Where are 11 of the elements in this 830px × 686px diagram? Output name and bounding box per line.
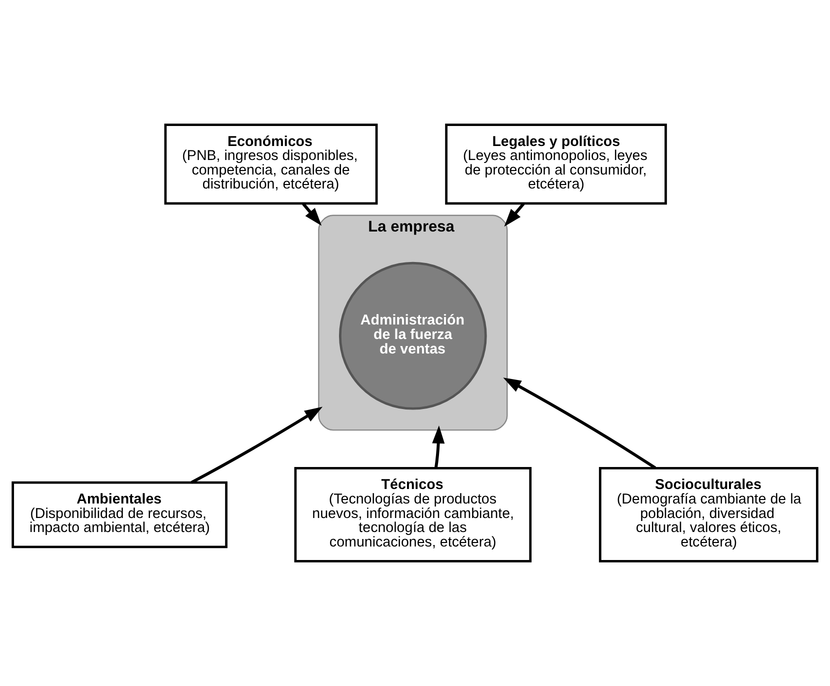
arrow: [503, 378, 656, 470]
node-box: Económicos (PNB, ingresos disponibles, competencia, canales de distribución, etcétera): [164, 124, 378, 205]
node-box: Legales y políticos (Leyes antimonopolios, leyes de protección al consumidor, etcétera): [445, 124, 667, 205]
node-box: Técnicos (Tecnologías de productos nuevos, información cambiante, tecnología de las comunicaciones, etcétera): [294, 467, 532, 562]
node-box: Socioculturales (Demografía cambiante de la población, diversidad cultural, valores éticos, etcétera): [598, 467, 818, 562]
arrow: [432, 426, 445, 468]
arrow: [504, 202, 525, 227]
arrow: [302, 202, 322, 226]
node-circle: Administración de la fuerza de ventas: [338, 262, 487, 410]
node-box: Ambientales (Disponibilidad de recursos, impacto ambiental, etcétera): [12, 481, 228, 548]
arrow: [190, 406, 323, 484]
